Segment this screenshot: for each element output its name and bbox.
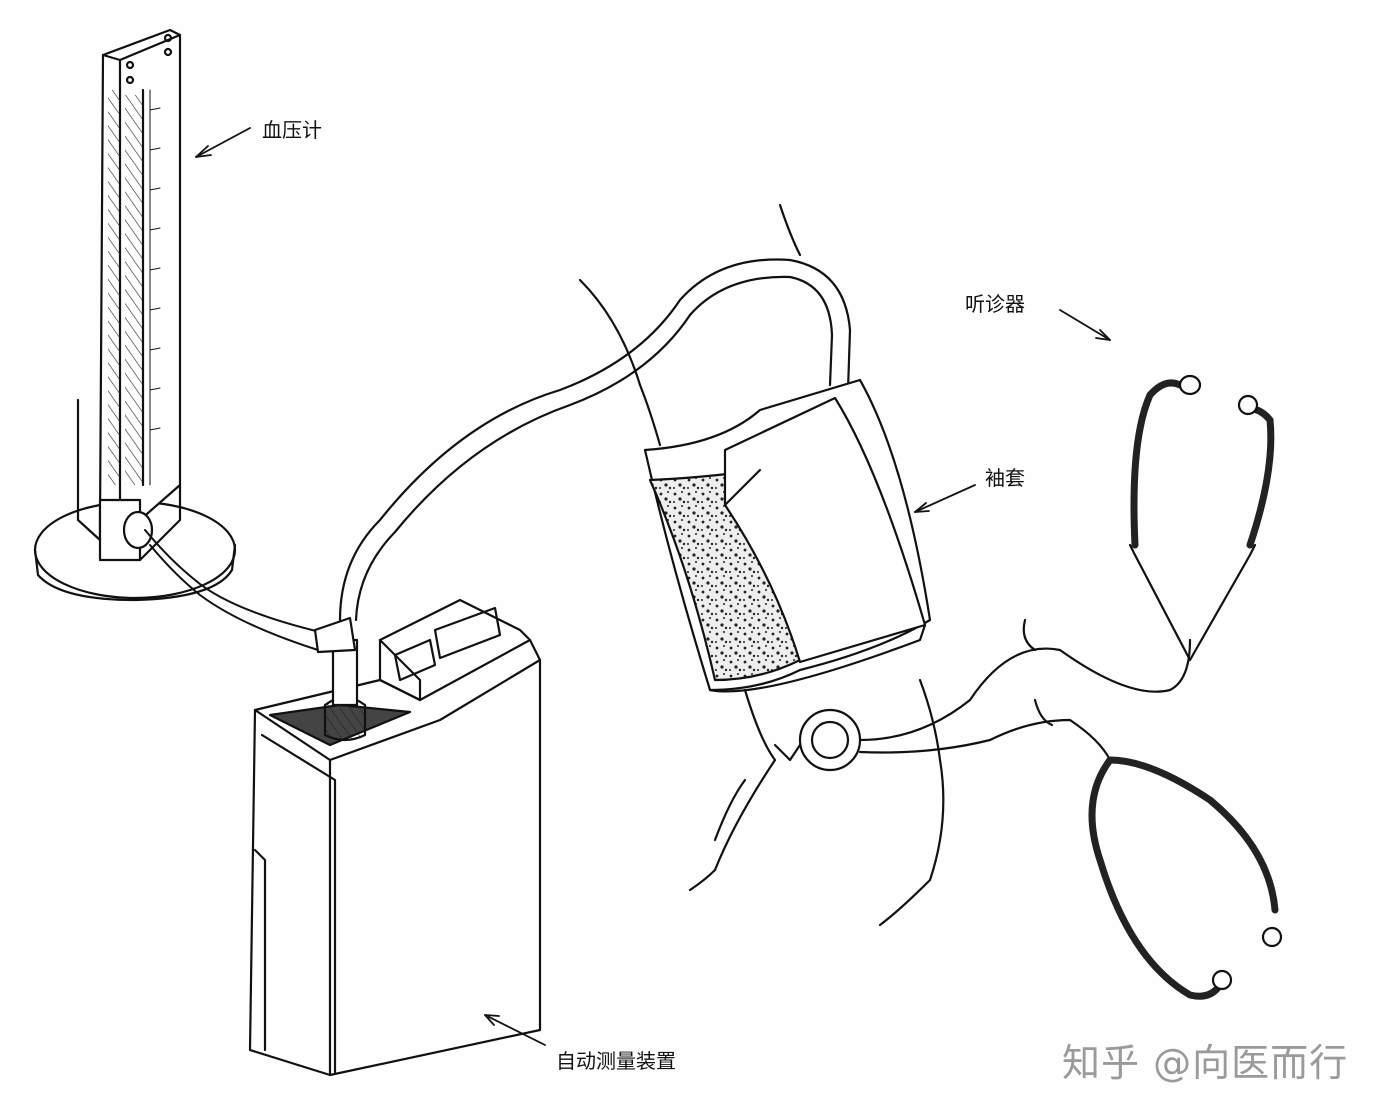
tube-cuff [338, 258, 852, 622]
automatic-measuring-device [248, 598, 542, 1077]
tube-connector [313, 616, 367, 742]
label-stethoscope: 听诊器 [965, 292, 1025, 316]
stethoscope [773, 374, 1283, 1000]
watermark: 知乎 @向医而行 [1062, 1041, 1349, 1085]
arrows [195, 127, 1111, 1046]
cuff [643, 378, 932, 693]
sphygmomanometer [33, 28, 237, 602]
label-sphygmomanometer: 血压计 [262, 118, 322, 142]
label-automatic-device: 自动测量装置 [556, 1049, 676, 1073]
arm [578, 203, 945, 927]
tube-meter [144, 529, 321, 633]
label-cuff: 袖套 [985, 466, 1025, 490]
